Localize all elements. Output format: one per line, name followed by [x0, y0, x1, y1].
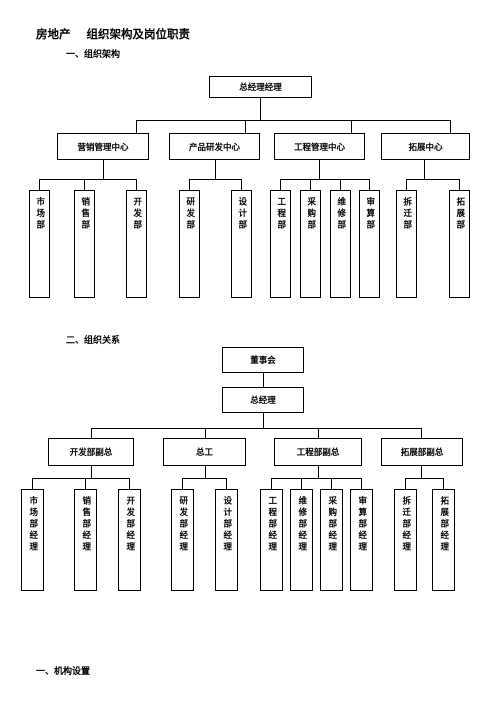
org-box-mgr-rd: 研发部经理 — [171, 489, 194, 591]
connector — [318, 428, 319, 438]
connector — [136, 120, 450, 121]
org-box-deputy-engineering: 工程部副总 — [274, 438, 362, 466]
connector — [189, 179, 242, 180]
connector — [245, 120, 246, 133]
connector — [271, 478, 362, 479]
org-box-board: 董事会 — [222, 347, 304, 373]
org-box-mgr-procurement: 采购部经理 — [320, 489, 343, 591]
org-box-general-manager: 总经理经理 — [209, 76, 312, 98]
connector — [280, 179, 370, 180]
connector — [443, 478, 444, 489]
connector — [280, 179, 281, 190]
connector — [226, 478, 227, 489]
connector — [32, 478, 33, 489]
org-box-mgr-maintenance: 维修部经理 — [290, 489, 313, 591]
connector — [85, 478, 86, 489]
connector — [406, 179, 407, 190]
connector — [351, 120, 352, 133]
connector — [331, 478, 332, 489]
connector — [103, 160, 104, 179]
connector — [310, 179, 311, 190]
org-box-mgr-expansion: 拓展部经理 — [432, 489, 455, 591]
connector — [405, 478, 444, 479]
connector — [318, 466, 319, 478]
connector — [361, 478, 362, 489]
connector — [319, 160, 320, 179]
connector — [271, 478, 272, 489]
org-box-dept-market: 市场部 — [29, 190, 50, 298]
org-box-dept-demolition: 拆迁部 — [396, 190, 417, 298]
connector — [215, 160, 216, 179]
connector — [405, 478, 406, 489]
connector — [263, 373, 264, 387]
org-box-dept-rd: 研发部 — [179, 190, 200, 298]
connector — [205, 466, 206, 478]
connector — [136, 179, 137, 190]
connector — [205, 428, 206, 438]
org-box-dept-maintenance: 维修部 — [330, 190, 351, 298]
connector — [84, 179, 85, 190]
connector — [263, 413, 264, 428]
connector — [421, 466, 422, 478]
connector — [39, 179, 137, 180]
org-box-gm: 总经理 — [222, 387, 304, 413]
org-box-chief-engineer: 总工 — [163, 438, 246, 466]
section-heading-setup: 一、机构设置 — [36, 667, 91, 677]
connector — [369, 179, 370, 190]
section-heading-structure: 一、组织架构 — [66, 50, 121, 60]
connector — [241, 179, 242, 190]
org-box-dept-expansion: 拓展部 — [449, 190, 470, 298]
connector — [260, 98, 261, 120]
org-box-dept-engineering: 工程部 — [270, 190, 291, 298]
connector — [91, 428, 92, 438]
org-box-mgr-sales: 销售部经理 — [74, 489, 97, 591]
org-box-mgr-audit: 审算部经理 — [350, 489, 373, 591]
connector — [424, 160, 425, 179]
org-box-deputy-development: 开发部副总 — [48, 438, 134, 466]
org-box-dept-sales: 销售部 — [74, 190, 95, 298]
org-box-dept-development: 开发部 — [126, 190, 147, 298]
connector — [32, 478, 130, 479]
connector — [340, 179, 341, 190]
org-box-center-engineering: 工程管理中心 — [274, 133, 365, 160]
connector — [189, 179, 190, 190]
connector — [450, 120, 451, 133]
connector — [129, 478, 130, 489]
connector — [136, 120, 137, 133]
connector — [91, 428, 421, 429]
document-title: 房地产 组织架构及岗位职责 — [36, 27, 191, 41]
org-box-deputy-expansion: 拓展部副总 — [381, 438, 463, 466]
connector — [182, 478, 183, 489]
org-box-mgr-market: 市场部经理 — [21, 489, 44, 591]
connector — [459, 179, 460, 190]
connector — [406, 179, 460, 180]
org-box-center-product-rd: 产品研发中心 — [169, 133, 260, 160]
org-box-dept-design: 设计部 — [231, 190, 252, 298]
connector — [301, 478, 302, 489]
connector — [91, 466, 92, 478]
org-box-dept-procurement: 采购部 — [300, 190, 321, 298]
org-box-dept-audit: 审算部 — [359, 190, 380, 298]
section-heading-relations: 二、组织关系 — [66, 336, 121, 346]
org-box-mgr-design: 设计部经理 — [215, 489, 238, 591]
connector — [39, 179, 40, 190]
org-box-center-expansion: 拓展中心 — [381, 133, 470, 160]
org-box-mgr-engineering: 工程部经理 — [260, 489, 283, 591]
org-box-mgr-development: 开发部经理 — [118, 489, 141, 591]
org-box-center-marketing: 营销管理中心 — [57, 133, 149, 160]
connector — [182, 478, 227, 479]
org-box-mgr-demolition: 拆迁部经理 — [394, 489, 417, 591]
connector — [421, 428, 422, 438]
